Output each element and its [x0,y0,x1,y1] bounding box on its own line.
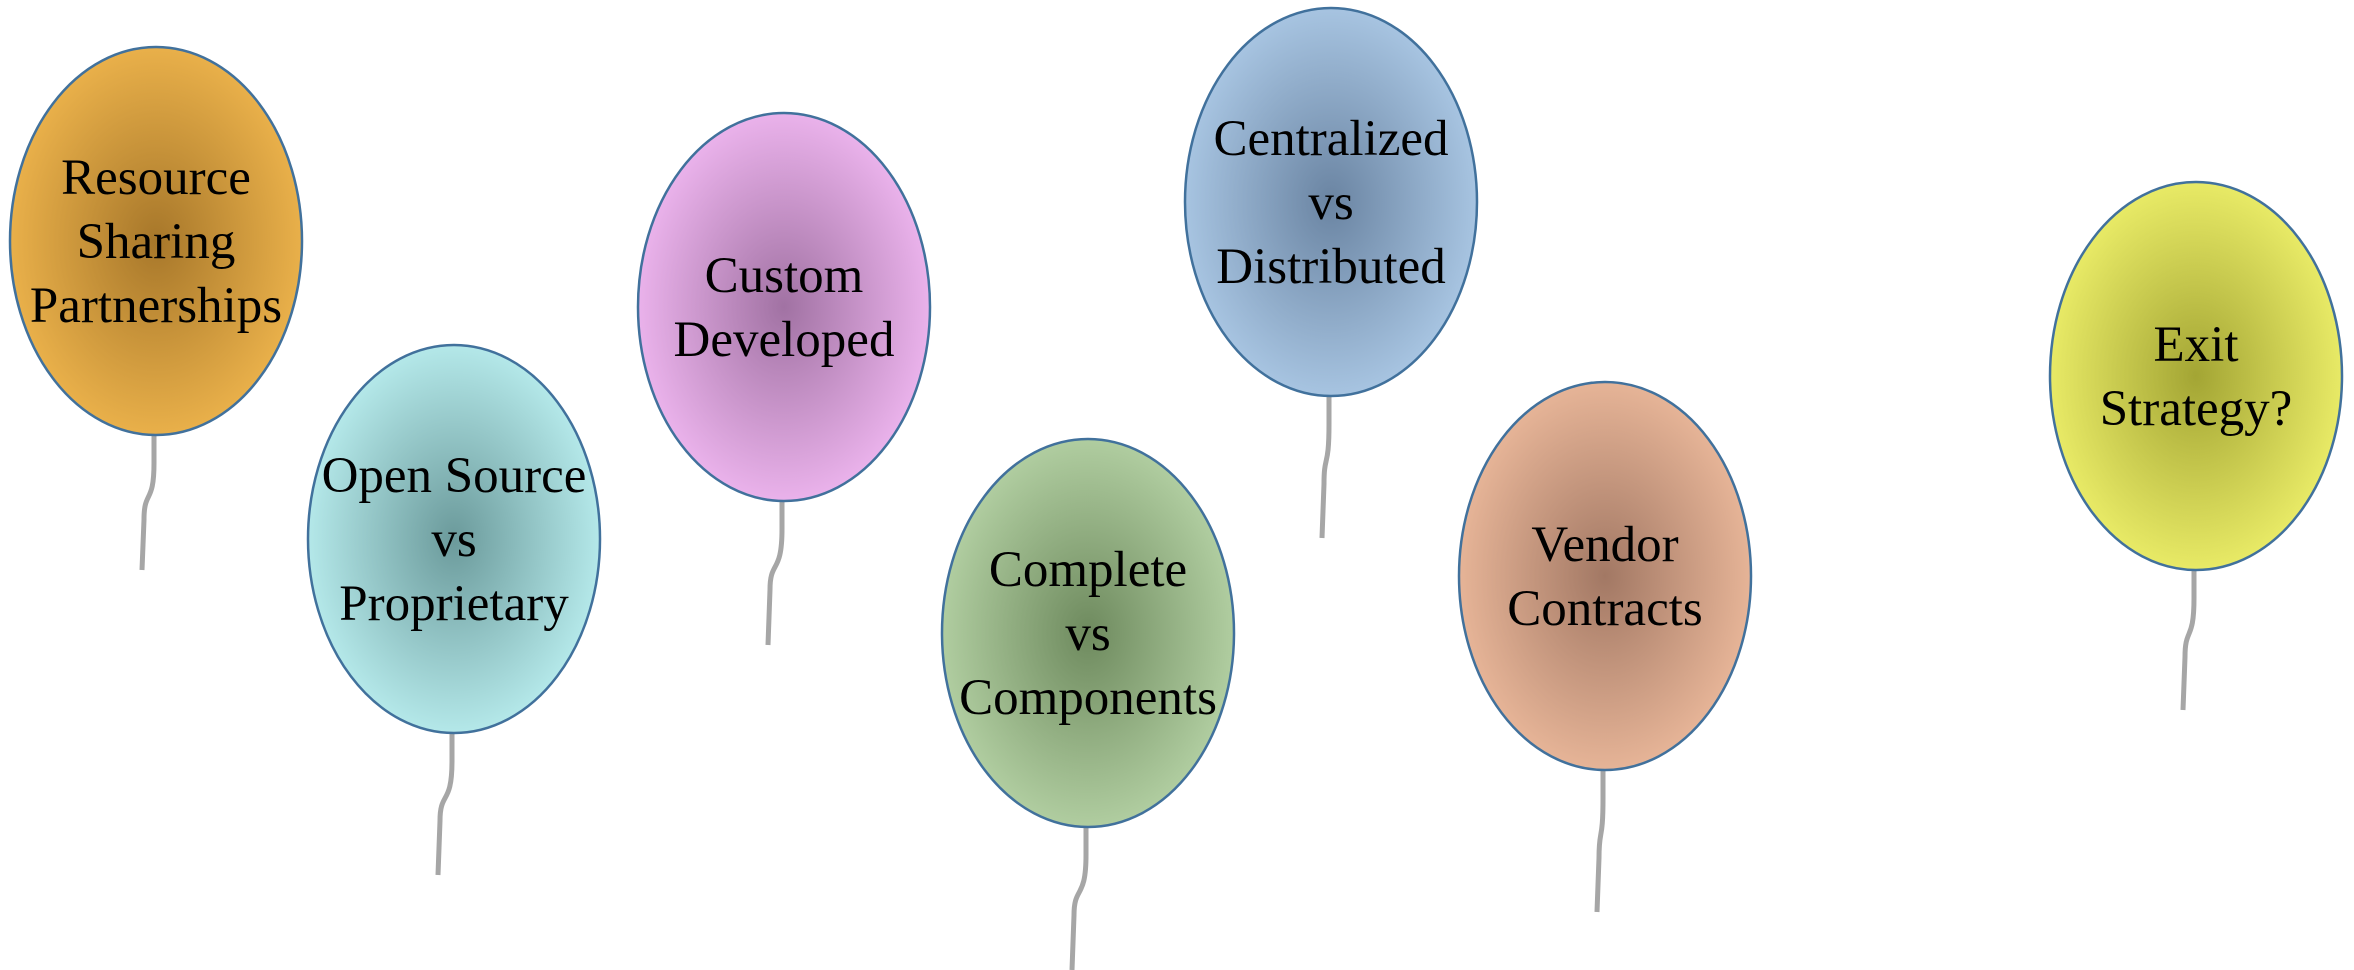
balloon-body [2048,180,2344,572]
balloon-body [8,45,304,437]
balloon-label-line: Strategy? [2100,381,2293,437]
balloon-body [940,437,1236,829]
balloon-string [2180,568,2197,711]
balloon-string [435,731,455,876]
balloon-label-line: Resource [61,150,251,206]
balloon-label-line: Open Source [322,448,587,504]
balloon-label-line: vs [1308,175,1353,231]
balloon-label-line: Partnerships [30,278,282,334]
balloon-label-line: Centralized [1213,111,1448,167]
balloon-label-line: Contracts [1507,581,1702,637]
balloon-string [1069,825,1089,970]
balloon-body [1457,380,1753,772]
balloon-label-line: Exit [2154,317,2239,373]
balloon-label-line: vs [1065,606,1110,662]
balloon-string [1319,394,1332,539]
balloon-body [1183,6,1479,398]
balloon-label-line: Custom [705,248,864,304]
balloon-string [1594,768,1606,913]
balloon-label-line: Vendor [1531,517,1678,573]
balloon-label-line: Developed [674,312,895,368]
balloon-label-line: Components [959,670,1217,726]
balloon-string [139,433,157,571]
balloon-label-line: Distributed [1216,239,1445,295]
balloon-label-line: Complete [989,542,1187,598]
balloon-body [636,111,932,503]
balloon-string [765,499,785,646]
balloon-label-line: Sharing [77,214,236,270]
balloon-label-line: vs [431,512,476,568]
balloon-label-line: Proprietary [339,576,569,632]
balloon-body [306,343,602,735]
